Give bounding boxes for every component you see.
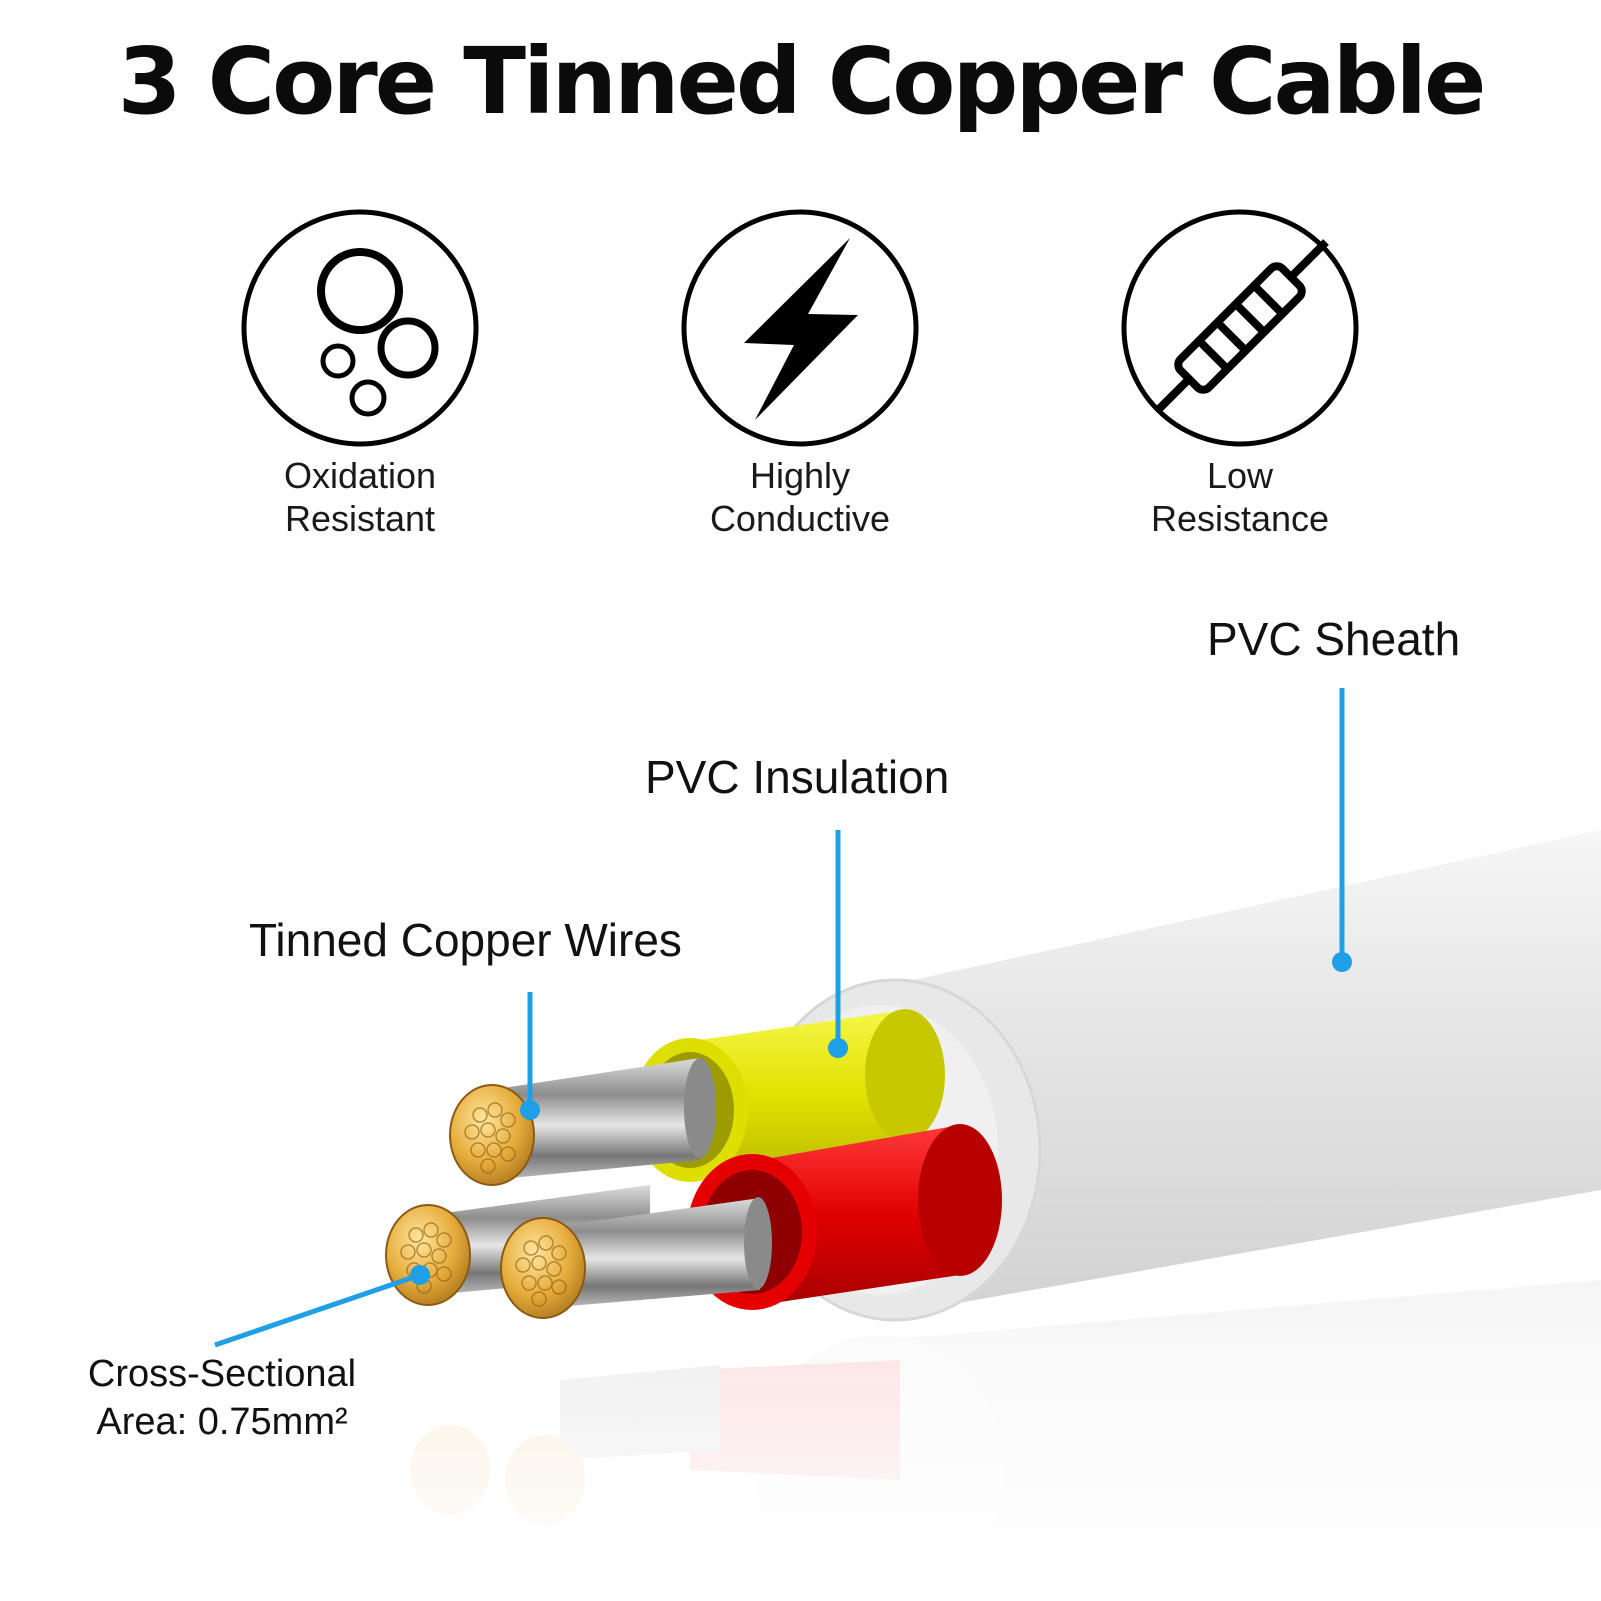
page-title: 3 Core Tinned Copper Cable bbox=[117, 28, 1487, 135]
callout-cross-sectional-area: Cross-Sectional Area: 0.75mm² bbox=[72, 1350, 372, 1446]
callout-dot-area bbox=[410, 1265, 430, 1285]
feature-label: Low Resistance bbox=[1090, 454, 1390, 540]
lightning-bolt-icon bbox=[681, 209, 919, 447]
copper-end-top bbox=[449, 1084, 535, 1186]
strands-bottom-right bbox=[545, 1197, 772, 1308]
feature-label-line1: Highly bbox=[749, 455, 851, 496]
callout-lines bbox=[214, 688, 1352, 1348]
feature-label-line2: Resistance bbox=[1150, 498, 1330, 539]
copper-end-bottom-left bbox=[385, 1204, 471, 1306]
feature-low-resistance: Low Resistance bbox=[1090, 208, 1390, 540]
feature-label: Oxidation Resistant bbox=[210, 454, 510, 540]
strands-top bbox=[490, 1058, 716, 1180]
feature-label: Highly Conductive bbox=[650, 454, 950, 540]
feature-oxidation-resistant: Oxidation Resistant bbox=[210, 208, 510, 540]
feature-highly-conductive: Highly Conductive bbox=[650, 208, 950, 540]
callout-line-area bbox=[214, 1272, 421, 1348]
callout-tinned-copper-wires: Tinned Copper Wires bbox=[249, 914, 682, 966]
callout-dot-sheath bbox=[1332, 952, 1352, 972]
feature-label-line1: Low bbox=[1206, 455, 1274, 496]
bubbles-icon bbox=[241, 209, 479, 447]
callout-pvc-sheath: PVC Sheath bbox=[1207, 613, 1461, 665]
feature-label-line2: Conductive bbox=[709, 498, 891, 539]
resistor-icon bbox=[1121, 209, 1359, 447]
copper-end-bottom-right bbox=[500, 1217, 586, 1319]
callout-dot-wires bbox=[520, 1100, 540, 1120]
callout-area-line2: Area: 0.75mm² bbox=[96, 1401, 348, 1443]
callout-area-line1: Cross-Sectional bbox=[87, 1353, 357, 1395]
feature-label-line2: Resistant bbox=[284, 498, 436, 539]
callout-dot-insulation bbox=[828, 1038, 848, 1058]
feature-label-line1: Oxidation bbox=[283, 455, 437, 496]
callout-pvc-insulation: PVC Insulation bbox=[645, 751, 950, 803]
